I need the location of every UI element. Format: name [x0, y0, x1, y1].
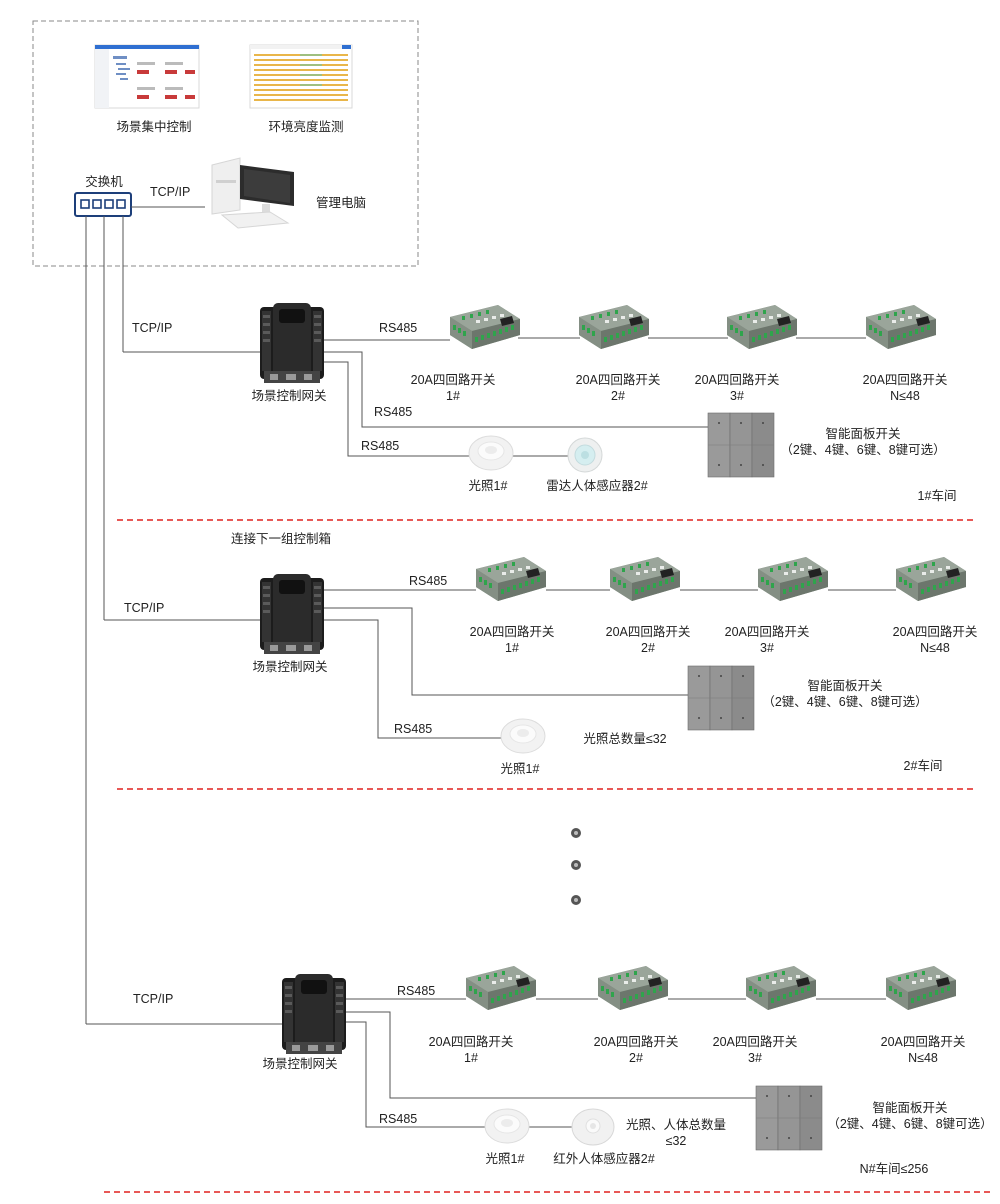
ws1-relay-1-name: 20A四回路开关	[411, 372, 496, 387]
ws3-relay-2-name: 20A四回路开关	[594, 1034, 679, 1049]
switch-label: 交换机	[85, 174, 123, 189]
ws3-light-sensor-label: 光照1#	[486, 1152, 525, 1166]
ws3-ir-sensor-label: 红外人体感应器2#	[553, 1151, 654, 1166]
ws2-relay-n-icon	[896, 557, 966, 601]
ws2-gateway-icon	[260, 574, 324, 654]
ws3-room-label: N#车间≤256	[860, 1161, 929, 1176]
ws2-panel-options: （2键、4键、6键、8键可选）	[762, 695, 927, 709]
ws2-light-total: 光照总数量≤32	[583, 731, 666, 746]
ws1-rs485-relays: RS485	[379, 321, 417, 335]
ws2-light-sensor-icon	[500, 718, 546, 754]
ws1-relay-2-name: 20A四回路开关	[576, 372, 661, 387]
ws1-relay-2-icon	[579, 305, 649, 349]
ws1-smart-panel-icon	[707, 412, 775, 478]
ws2-relay-1-num: 1#	[505, 641, 519, 655]
ws3-relay-2-num: 2#	[629, 1051, 643, 1065]
ws3-relay-3-icon	[746, 966, 816, 1010]
ws1-gateway-label: 场景控制网关	[251, 389, 326, 403]
ws1-light-sensor-icon	[468, 435, 514, 471]
ws1-gateway-icon	[260, 303, 324, 383]
ws1-light-sensor-label: 光照1#	[469, 479, 508, 493]
ws3-rs485-relays: RS485	[397, 984, 435, 998]
ws1-rs485-panel: RS485	[374, 405, 412, 419]
ws2-rs485-sensors: RS485	[394, 722, 432, 736]
ws2-relay-3-num: 3#	[760, 641, 774, 655]
ws2-relay-n-num: N≤48	[920, 641, 950, 655]
ws1-relay-3-name: 20A四回路开关	[695, 372, 780, 387]
ws2-room-label: 2#车间	[904, 758, 943, 773]
ws3-tcp-label: TCP/IP	[133, 992, 173, 1006]
next-box-label: 连接下一组控制箱	[231, 531, 331, 546]
ws2-relay-2-num: 2#	[641, 641, 655, 655]
ws3-relay-2-icon	[598, 966, 668, 1010]
ws3-panel-name: 智能面板开关	[872, 1100, 947, 1115]
ws2-relay-n-name: 20A四回路开关	[893, 624, 978, 639]
more-workshops-ellipsis	[571, 828, 581, 905]
pc-link-label: TCP/IP	[150, 185, 190, 199]
ws1-relay-3-icon	[727, 305, 797, 349]
ws3-smart-panel-icon	[755, 1085, 823, 1151]
ws1-tcp-label: TCP/IP	[132, 321, 172, 335]
ws1-relay-n-icon	[866, 305, 936, 349]
ws2-relay-2-icon	[610, 557, 680, 601]
ws1-rs485-sensors: RS485	[361, 439, 399, 453]
ws3-relay-1-num: 1#	[464, 1051, 478, 1065]
pc-label: 管理电脑	[316, 195, 366, 210]
ws3-relay-n-icon	[886, 966, 956, 1010]
ws1-radar-sensor-label: 雷达人体感应器2#	[546, 478, 647, 493]
management-area-border	[32, 20, 419, 267]
brightness-monitor-label: 环境亮度监测	[268, 119, 343, 134]
scene-control-screenshot	[94, 44, 200, 109]
ws3-relay-1-icon	[466, 966, 536, 1010]
ws3-relay-3-name: 20A四回路开关	[713, 1034, 798, 1049]
ws2-relay-3-icon	[758, 557, 828, 601]
ws1-panel-name: 智能面板开关	[825, 426, 900, 441]
computer-icon	[211, 157, 294, 229]
ws3-rs485-sensors: RS485	[379, 1112, 417, 1126]
ws2-relay-2-name: 20A四回路开关	[606, 624, 691, 639]
ws3-relay-n-name: 20A四回路开关	[881, 1034, 966, 1049]
ws1-panel-options: （2键、4键、6键、8键可选）	[780, 443, 945, 457]
ws3-relay-n-num: N≤48	[908, 1051, 938, 1065]
ws3-ir-sensor-icon	[571, 1108, 615, 1146]
ws2-rs485-relays: RS485	[409, 574, 447, 588]
ws1-relay-1-icon	[450, 305, 520, 349]
ws2-relay-1-icon	[476, 557, 546, 601]
ws3-gateway-label: 场景控制网关	[262, 1057, 337, 1071]
ws2-light-sensor-label: 光照1#	[501, 762, 540, 776]
ws1-relay-3-num: 3#	[730, 389, 744, 403]
ws1-room-label: 1#车间	[918, 488, 957, 503]
ws1-relay-n-name: 20A四回路开关	[863, 372, 948, 387]
scene-control-label: 场景集中控制	[116, 119, 191, 134]
ws3-relay-3-num: 3#	[748, 1051, 762, 1065]
network-switch-icon	[74, 192, 132, 217]
ws2-relay-1-name: 20A四回路开关	[470, 624, 555, 639]
ws3-total-label: 光照、人体总数量	[626, 1117, 726, 1132]
ws3-light-sensor-icon	[484, 1108, 530, 1144]
brightness-monitor-screenshot	[249, 44, 353, 109]
ws1-relay-2-num: 2#	[611, 389, 625, 403]
ws3-panel-options: （2键、4键、6键、8键可选）	[827, 1117, 992, 1131]
ws3-total-value: ≤32	[666, 1134, 687, 1148]
ws3-gateway-icon	[282, 974, 346, 1054]
ws2-panel-name: 智能面板开关	[807, 678, 882, 693]
ws2-smart-panel-icon	[687, 665, 755, 731]
ws2-gateway-label: 场景控制网关	[252, 660, 327, 674]
ws1-radar-sensor-icon	[567, 437, 603, 473]
ws1-relay-1-num: 1#	[446, 389, 460, 403]
ws3-relay-1-name: 20A四回路开关	[429, 1034, 514, 1049]
ws1-relay-n-num: N≤48	[890, 389, 920, 403]
ws2-tcp-label: TCP/IP	[124, 601, 164, 615]
ws2-relay-3-name: 20A四回路开关	[725, 624, 810, 639]
